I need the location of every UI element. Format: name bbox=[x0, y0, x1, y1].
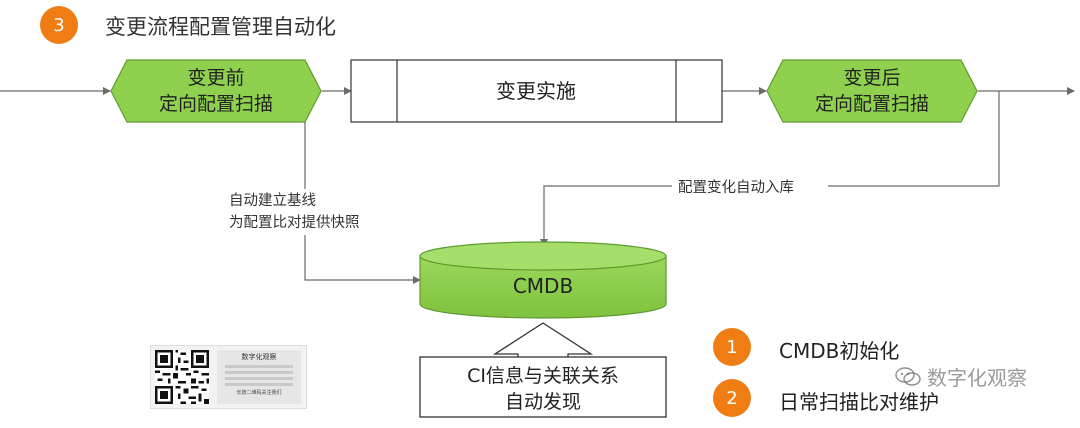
pre-scan-hexagon bbox=[110, 59, 322, 123]
baseline-note-bg bbox=[226, 189, 390, 235]
discovery-label-1: CI信息与关联关系 bbox=[467, 365, 619, 387]
watermark-text: 数字化观察 bbox=[927, 366, 1027, 390]
qr-text-line bbox=[225, 365, 293, 368]
qr-text-line bbox=[225, 371, 293, 374]
qr-info-panel: 数字化观察 长按二维码关注我们 bbox=[217, 350, 301, 404]
cmdb-cylinder bbox=[419, 241, 667, 319]
legend-badge-2: 2 bbox=[713, 379, 751, 417]
step-badge: 3 bbox=[40, 6, 78, 44]
discovery-box bbox=[419, 356, 667, 418]
post-scan-label-1: 变更后 bbox=[843, 67, 900, 89]
post-scan-hexagon bbox=[766, 59, 978, 123]
pre-scan-label-1: 变更前 bbox=[187, 67, 244, 89]
page-title: 变更流程配置管理自动化 bbox=[105, 15, 336, 39]
baseline-note-line-2: 为配置比对提供快照 bbox=[229, 214, 360, 231]
implementation-box bbox=[350, 59, 723, 123]
qr-text-line bbox=[225, 383, 293, 386]
qr-title: 数字化观察 bbox=[241, 353, 277, 361]
qr-card: 数字化观察 长按二维码关注我们 bbox=[150, 345, 307, 409]
discovery-label-2: 自动发现 bbox=[505, 391, 581, 413]
baseline-note-line-1: 自动建立基线 bbox=[229, 192, 316, 209]
inbound-note-bg bbox=[672, 176, 828, 196]
qr-footer: 长按二维码关注我们 bbox=[236, 390, 282, 396]
legend-badge-1: 1 bbox=[713, 328, 751, 366]
inbound-note: 配置变化自动入库 bbox=[678, 179, 794, 196]
baseline-connector bbox=[304, 122, 421, 284]
post-scan-label-2: 定向配置扫描 bbox=[815, 93, 929, 115]
watermark: 数字化观察 bbox=[895, 362, 1027, 391]
qr-text-line bbox=[225, 377, 293, 380]
pre-scan-label-2: 定向配置扫描 bbox=[159, 93, 273, 115]
legend-text-2: 日常扫描比对维护 bbox=[779, 390, 939, 414]
implementation-label: 变更实施 bbox=[496, 79, 576, 103]
qr-code bbox=[155, 350, 209, 404]
wechat-icon bbox=[895, 366, 921, 386]
cmdb-label: CMDB bbox=[513, 274, 573, 298]
legend-text-1: CMDB初始化 bbox=[779, 339, 900, 363]
